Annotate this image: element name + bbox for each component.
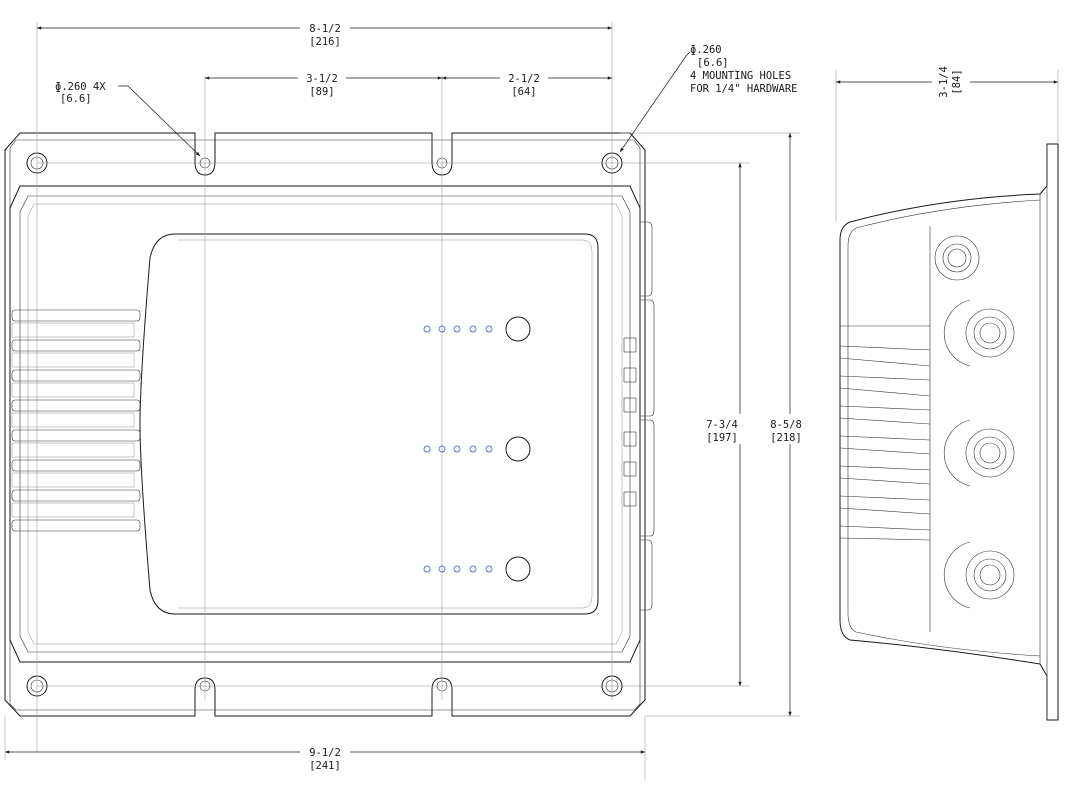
front-view — [4, 22, 800, 752]
front-view-outline — [4, 132, 646, 717]
depth-imperial: 3-1/4 — [938, 66, 950, 98]
hole-callout-right-metric: [6.6] — [697, 57, 729, 69]
dimension-lines — [4, 26, 1058, 780]
hole-spacing-a-imperial: 3-1/2 — [306, 73, 338, 85]
hole-vertical-metric: [197] — [706, 432, 738, 444]
overall-width-imperial: 8-1/2 — [309, 23, 341, 35]
overall-height-metric: [218] — [770, 432, 802, 444]
hole-callout-left-metric: [6.6] — [60, 93, 92, 105]
centerlines — [36, 22, 800, 752]
hole-spacing-a-metric: [89] — [309, 86, 334, 98]
front-housing — [9, 185, 641, 663]
hole-callout-right-hardware: FOR 1/4" HARDWARE — [690, 83, 797, 95]
hole-callout-left-size: ɸ.260 4X — [55, 81, 106, 93]
lid-panel — [139, 233, 599, 615]
dimension-labels: 8-1/2 [216] 3-1/2 [89] 2-1/2 [64] 9-1/2 … — [55, 23, 963, 772]
base-width-metric: [241] — [309, 760, 341, 772]
indicator-panel — [423, 316, 531, 582]
overall-height-imperial: 8-5/8 — [770, 419, 802, 431]
hole-spacing-b-metric: [64] — [511, 86, 536, 98]
side-fins — [839, 325, 931, 541]
hole-spacing-b-imperial: 2-1/2 — [508, 73, 540, 85]
side-connectors — [929, 226, 1015, 632]
base-width-imperial: 9-1/2 — [309, 747, 341, 759]
hole-callout-right-count: 4 MOUNTING HOLES — [690, 70, 791, 82]
right-connectors — [623, 221, 655, 611]
overall-width-metric: [216] — [309, 36, 341, 48]
hole-callout-right-size: ɸ.260 — [690, 44, 722, 56]
depth-metric: [84] — [951, 69, 963, 94]
side-view-outline — [839, 143, 1059, 721]
side-view — [835, 70, 1059, 721]
hole-vertical-imperial: 7-3/4 — [706, 419, 738, 431]
left-heatsink-fins — [11, 309, 141, 532]
